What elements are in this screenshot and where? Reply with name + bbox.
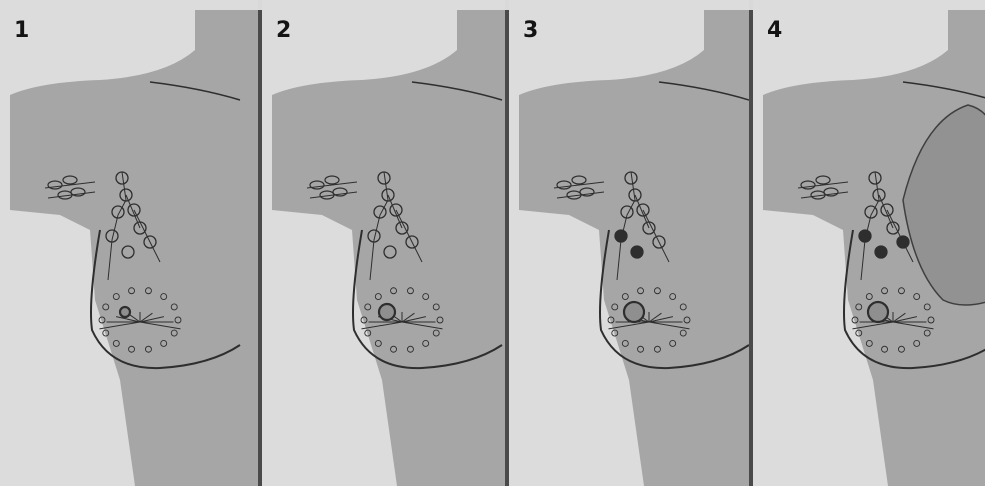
tumor (120, 307, 130, 317)
breast-illustration (262, 0, 505, 486)
tumor (379, 304, 395, 320)
tumor (868, 302, 888, 322)
stage-label: 1 (14, 18, 29, 43)
stage-panel-1: 1 (0, 0, 258, 486)
stage-panel-3: 3 (509, 0, 749, 486)
stage-label: 3 (523, 18, 538, 43)
lymph-node (631, 246, 643, 258)
stage-panel-2: 2 (262, 0, 505, 486)
stage-label: 2 (276, 18, 291, 43)
torso-silhouette (10, 10, 258, 486)
stage-panel-4: 4 (753, 0, 985, 486)
lymph-node (875, 246, 887, 258)
torso-silhouette (272, 10, 505, 486)
breast-illustration (753, 0, 985, 486)
breast-illustration (509, 0, 749, 486)
breast-illustration (0, 0, 258, 486)
stage-label: 4 (767, 18, 782, 43)
tumor (624, 302, 644, 322)
